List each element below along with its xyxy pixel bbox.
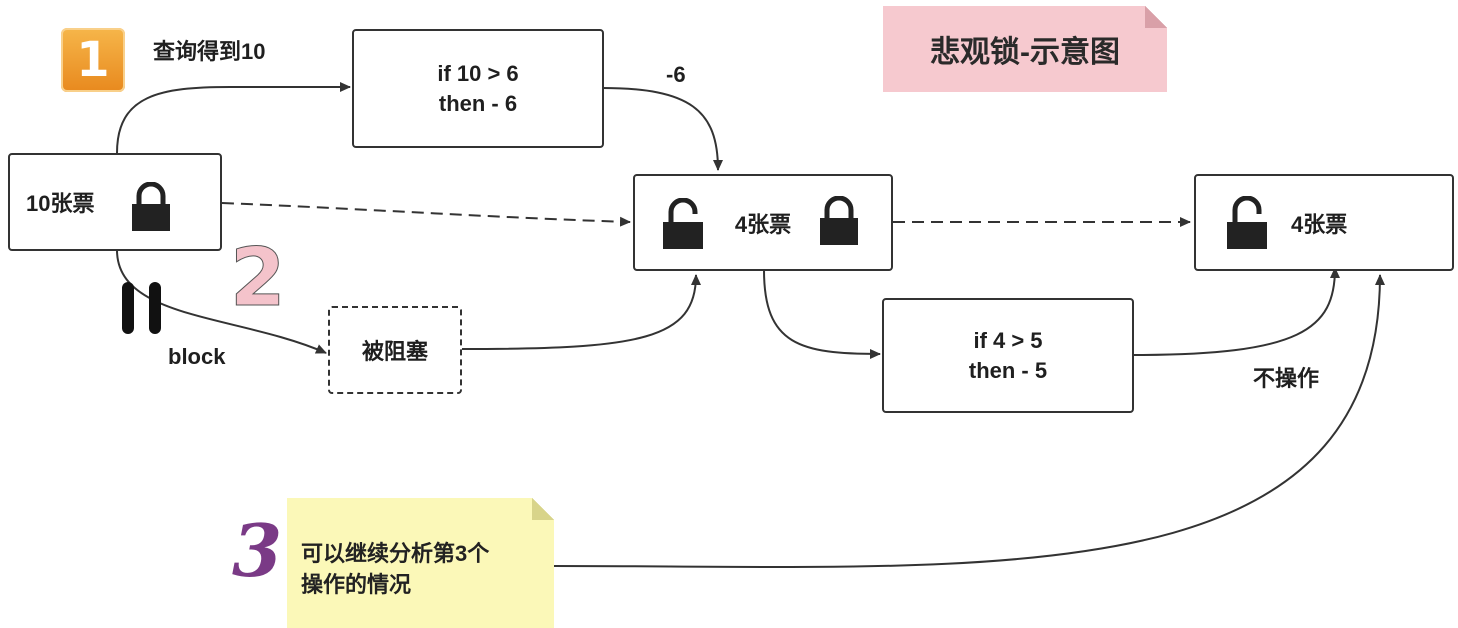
lock-closed-icon [820,196,858,245]
note-line2: 操作的情况 [301,572,412,597]
blocked-label: 被阻塞 [361,339,428,364]
pause-icon [122,282,161,334]
tickets-4-mid-label: 4张票 [734,211,792,237]
tickets-4-right-box: 4张票 [1194,174,1454,271]
lock-open-icon [1227,196,1267,249]
edge-to-check2 [763,269,881,359]
check-4-line1: if 4 > 5 [973,327,1043,353]
check-10-box: if 10 > 6 then - 6 [352,29,604,148]
blocked-box: 被阻塞 [328,306,462,394]
diagram-title: 悲观锁-示意图 [930,36,1120,69]
check-4-line2: then - 5 [968,357,1048,383]
edge-note [553,274,1385,569]
lock-closed-icon [132,182,170,231]
query-label: 查询得到10 [153,39,266,64]
step-3-badge: 3 [232,508,283,593]
check-10-line1: if 10 > 6 [437,60,519,86]
edge-query-to-check [116,82,351,154]
tickets-10-box: 10张票 [8,153,222,251]
note-line1: 可以继续分析第3个 [301,541,490,566]
note-fold [532,498,554,520]
analysis-note: 可以继续分析第3个 操作的情况 [287,498,554,628]
no-op-label: 不操作 [1253,366,1320,391]
edge-no-op [1132,267,1340,356]
title-note: 悲观锁-示意图 [883,6,1167,92]
check-4-box: if 4 > 5 then - 5 [882,298,1134,413]
edge-block [116,249,327,354]
edge-minus6 [601,87,723,171]
note-fold [1145,6,1167,28]
step-1-badge: 1 [61,28,125,92]
tickets-4-right-label: 4张票 [1291,211,1348,237]
lock-open-icon [663,198,703,249]
edge-dashed-1 [221,202,631,227]
check-10-line2: then - 6 [438,90,518,116]
edge-unblocked [461,274,701,350]
step-2-badge: 2 [230,231,287,324]
tickets-10-label: 10张票 [26,191,95,216]
minus6-label: -6 [666,62,686,87]
block-label: block [168,344,226,369]
